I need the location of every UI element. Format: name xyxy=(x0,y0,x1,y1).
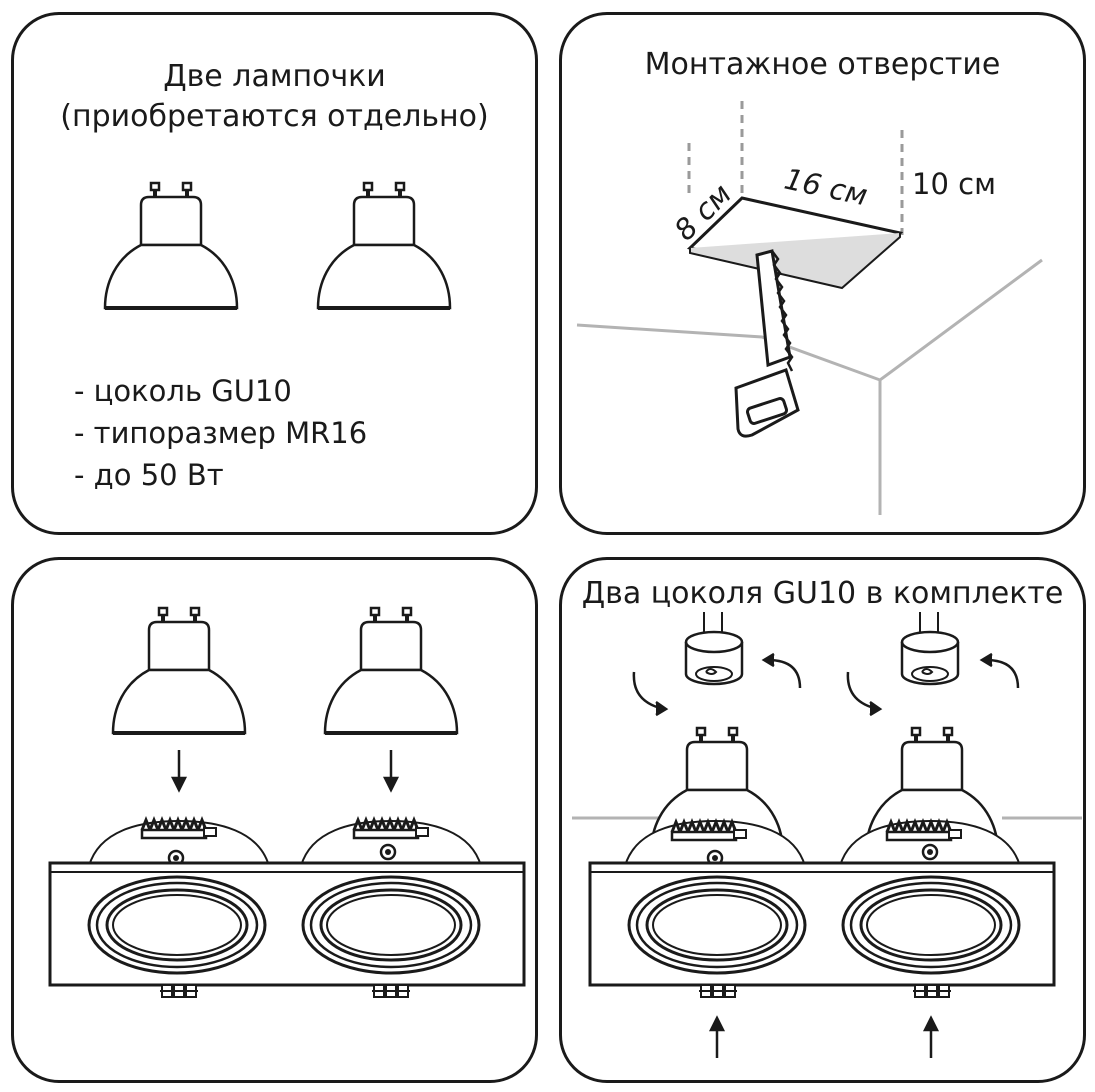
gu10-bulb-icon xyxy=(111,606,247,735)
bulbs-title-line2: (приобретаются отдельно) xyxy=(60,99,489,134)
lamp-ring xyxy=(841,875,1021,975)
clip-foot xyxy=(698,984,738,998)
rotate-arrow-icon xyxy=(632,652,802,717)
gu10-bulb-icon xyxy=(103,181,239,310)
kit-title: Два цоколя GU10 в комплекте xyxy=(581,576,1064,611)
panel-bulbs: Две лампочки (приобретаются отдельно) - … xyxy=(11,12,538,535)
gu10-bulb-icon xyxy=(316,181,452,310)
gu10-bulb-icon xyxy=(323,606,459,735)
lamp-ring xyxy=(87,875,267,975)
insert-illustration xyxy=(48,606,526,998)
height-label: 10 см xyxy=(912,167,996,201)
clip-foot xyxy=(159,984,199,998)
kit-illustration xyxy=(572,610,1082,1058)
lamp-ring xyxy=(627,875,807,975)
saw-icon xyxy=(734,249,800,438)
hole-title: Монтажное отверстие xyxy=(644,47,1001,82)
down-arrow-icon xyxy=(170,750,188,793)
spec-size: - типоразмер MR16 xyxy=(74,416,368,450)
hole-plate xyxy=(686,196,904,290)
spec-power: - до 50 Вт xyxy=(74,458,224,492)
panel-insert-bulbs xyxy=(11,557,538,1083)
gu10-socket-icon xyxy=(900,610,960,686)
up-arrow-icon xyxy=(922,1015,940,1058)
down-arrow-icon xyxy=(382,750,400,793)
wall-lines xyxy=(576,258,1043,515)
clip-foot xyxy=(912,984,952,998)
panel-mounting-hole: Монтажное отверстие 16 см 8 см 10 см xyxy=(559,12,1086,535)
spec-socket: - цоколь GU10 xyxy=(74,374,292,408)
up-arrow-icon xyxy=(708,1015,726,1058)
bulbs-title-line1: Две лампочки xyxy=(163,59,386,94)
lamp-ring xyxy=(301,875,481,975)
bulb-specs-list: - цоколь GU10 - типоразмер MR16 - до 50 … xyxy=(74,370,367,496)
panel-sockets-kit: Два цоколя GU10 в комплекте xyxy=(559,557,1086,1083)
hole-illustration xyxy=(576,101,1043,515)
clip-foot xyxy=(371,984,411,998)
rotate-arrow-icon xyxy=(846,652,1020,717)
gu10-socket-icon xyxy=(684,610,744,686)
dimension-guides xyxy=(687,101,904,235)
